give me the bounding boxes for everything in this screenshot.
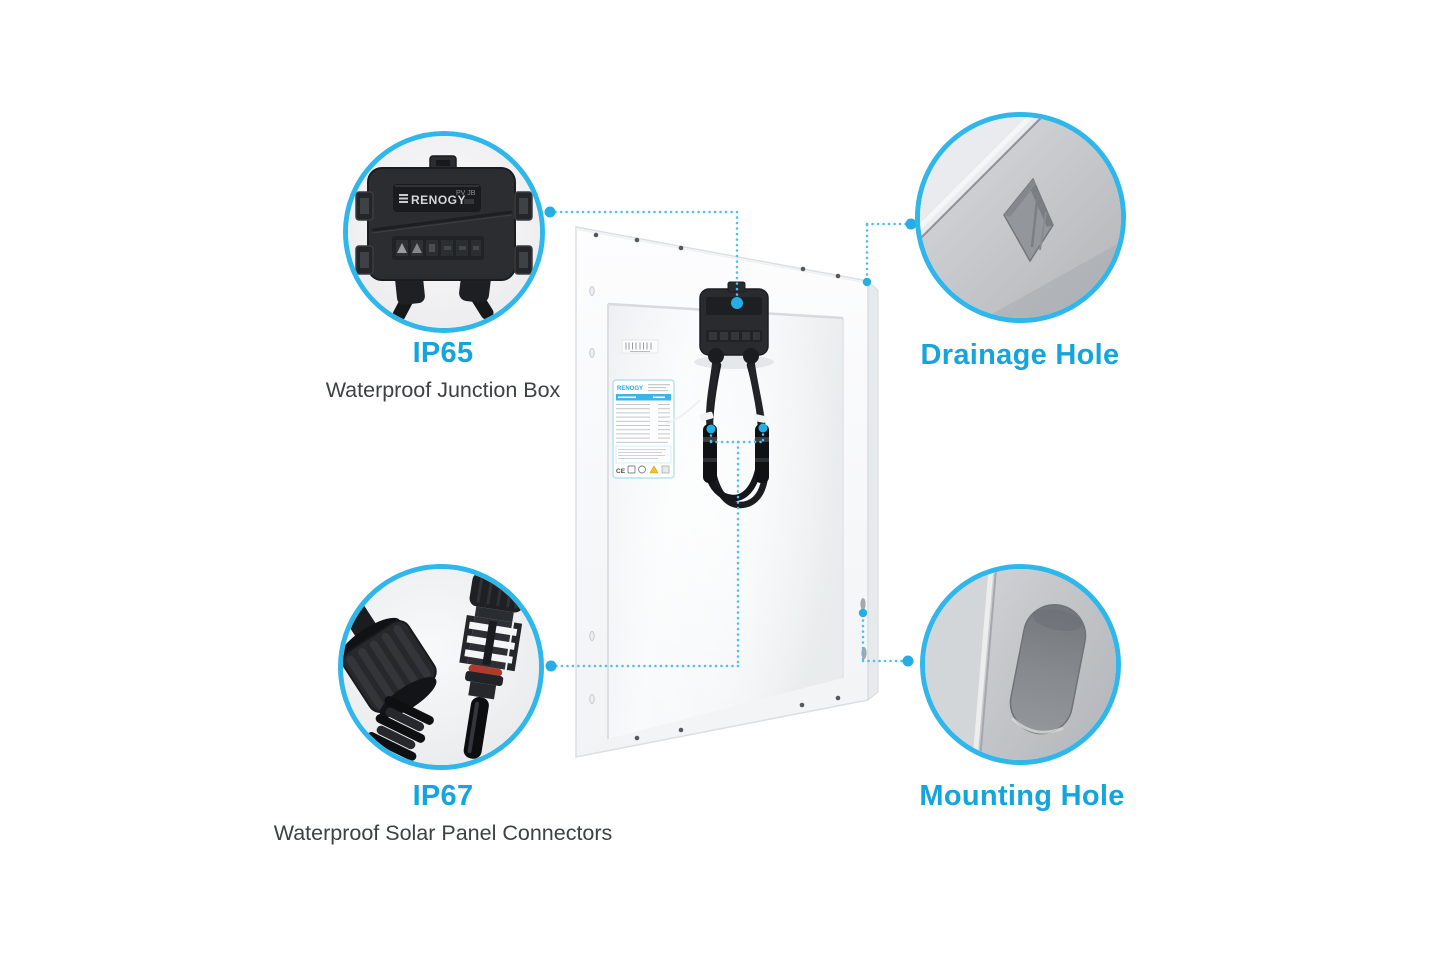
label-cert-icons: CE — [616, 465, 670, 475]
mc4-male-connector — [459, 572, 526, 759]
panel-mc4-connectors — [699, 411, 769, 483]
connectors-subtitle: Waterproof Solar Panel Connectors — [273, 821, 613, 846]
drainage-square-hole — [1003, 177, 1054, 263]
drainage-hole-photo — [920, 117, 1121, 318]
label-spec-lines — [616, 404, 670, 443]
svg-text:CE: CE — [616, 468, 626, 475]
panel-back — [575, 226, 879, 758]
leader-lines — [548, 210, 912, 668]
drainage-hole-callout-text: Drainage Hole — [820, 339, 1220, 372]
junction-box-icon-strip — [396, 240, 481, 256]
mounting-hole-callout-circle — [920, 564, 1121, 765]
junction-box-callout-circle: RENOGY PV JB — [343, 131, 545, 333]
panel-junction-box — [665, 281, 774, 509]
mounting-hole-callout-text: Mounting Hole — [822, 780, 1222, 813]
connectors-callout-text: IP67 Waterproof Solar Panel Connectors — [243, 780, 643, 847]
connectors-photo — [343, 569, 539, 765]
right-face-mount-holes — [860, 598, 867, 659]
junction-box-callout-text: IP65 Waterproof Junction Box — [243, 337, 643, 404]
connectors-title: IP67 — [412, 780, 474, 812]
junction-box-subtitle: Waterproof Junction Box — [325, 378, 561, 403]
mc4-female-connector — [343, 569, 437, 718]
mounting-hole-photo — [925, 569, 1116, 760]
junction-box-title: IP65 — [412, 337, 474, 369]
junction-box-model: PV JB — [456, 190, 476, 197]
drainage-hole-callout-circle — [915, 112, 1126, 323]
mounting-hole-title: Mounting Hole — [919, 780, 1125, 812]
frame-screws — [593, 232, 841, 741]
mounting-oval-hole — [1009, 604, 1087, 735]
leader-dots — [544, 206, 917, 672]
junction-box-photo: RENOGY PV JB — [348, 136, 540, 328]
panel-backsheet — [608, 304, 843, 739]
connectors-callout-circle — [338, 564, 544, 770]
junction-box-brand: RENOGY — [411, 193, 466, 207]
drainage-hole-title: Drainage Hole — [920, 339, 1120, 371]
